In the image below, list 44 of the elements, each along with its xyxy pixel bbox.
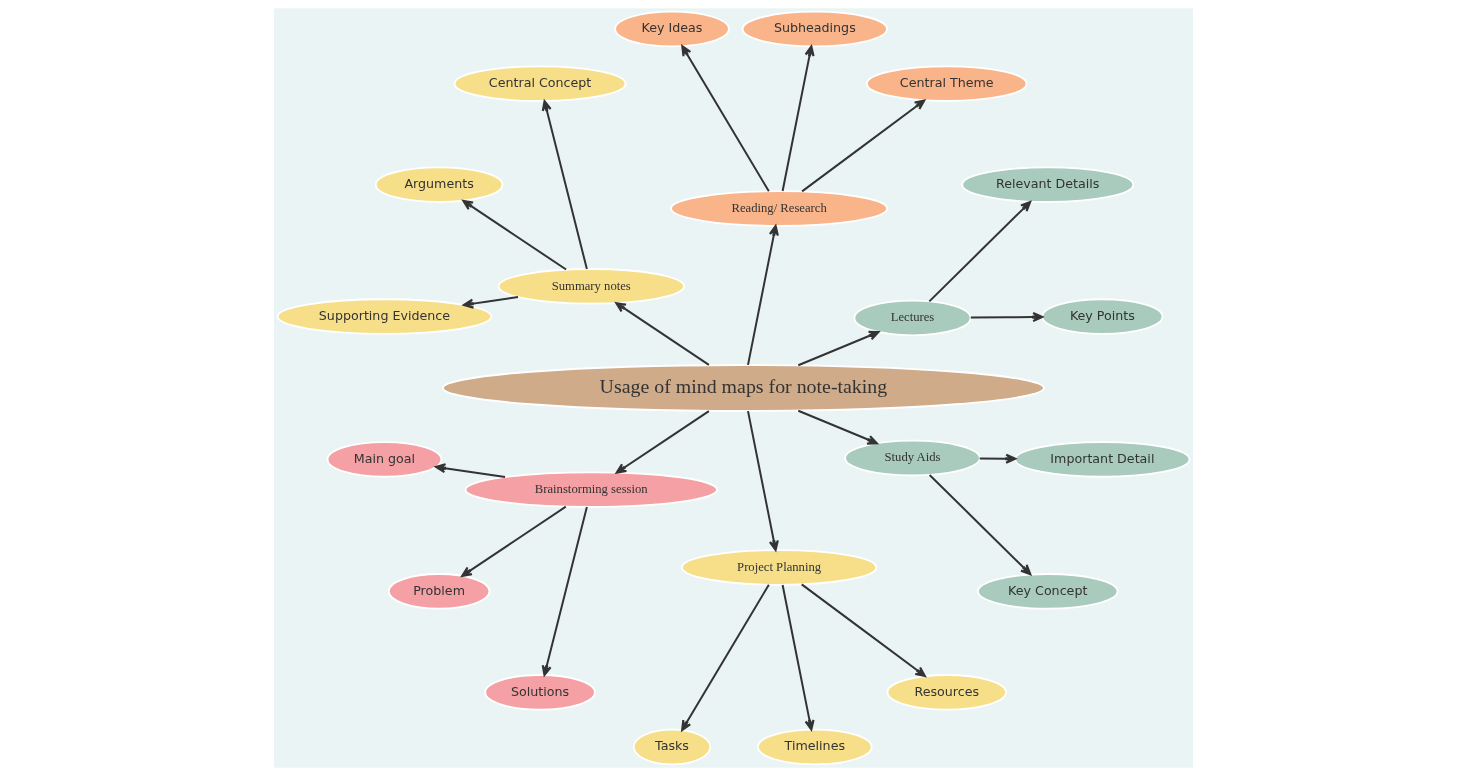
arrow [541,100,588,271]
arrow [969,312,1044,323]
arrow [462,199,568,271]
arrow [681,45,770,193]
node-ellipse: Main goal [326,441,443,478]
arrow [434,463,507,479]
node-ellipse: Timelines [757,728,873,766]
arrow [797,409,878,445]
node-ellipse: Central Theme [866,65,1028,102]
arrow [928,473,1032,576]
arrow [615,410,710,474]
arrow [781,584,815,731]
node-ellipse: Resources [886,674,1007,711]
node-ellipse: Arguments [374,166,504,203]
arrow [615,302,710,366]
arrow [541,505,588,677]
node-ellipse: Relevant Details [961,166,1135,203]
node-ellipse: Key Points [1041,298,1164,335]
arrow [747,224,779,366]
node-ellipse: Project Planning [681,549,878,586]
arrow [978,453,1017,464]
arrow [797,330,880,367]
arrow [781,45,815,192]
node-ellipse: Study Aids [844,439,981,477]
node-ellipse: Important Detail [1014,441,1191,478]
arrow [928,200,1032,303]
node-ellipse: Key Ideas [614,10,730,48]
node-ellipse: Summary notes [497,268,685,305]
node-ellipse: Subheadings [741,10,888,48]
node-ellipse: Brainstorming session [464,471,718,508]
node-ellipse: Central Concept [453,65,627,102]
node-ellipse: Usage of mind maps for note-taking [442,364,1045,412]
arrow [801,99,926,193]
arrow [800,583,927,678]
node-ellipse: Problem [387,573,491,610]
node-ellipse: Key Concept [977,573,1119,610]
node-ellipse: Lectures [853,299,972,337]
arrow [462,296,520,309]
arrow [681,583,770,732]
node-ellipse: Solutions [484,674,596,711]
arrow [747,410,779,552]
node-ellipse: Reading/ Research [670,190,889,227]
node-ellipse: Tasks [632,728,712,766]
arrow [461,505,567,577]
